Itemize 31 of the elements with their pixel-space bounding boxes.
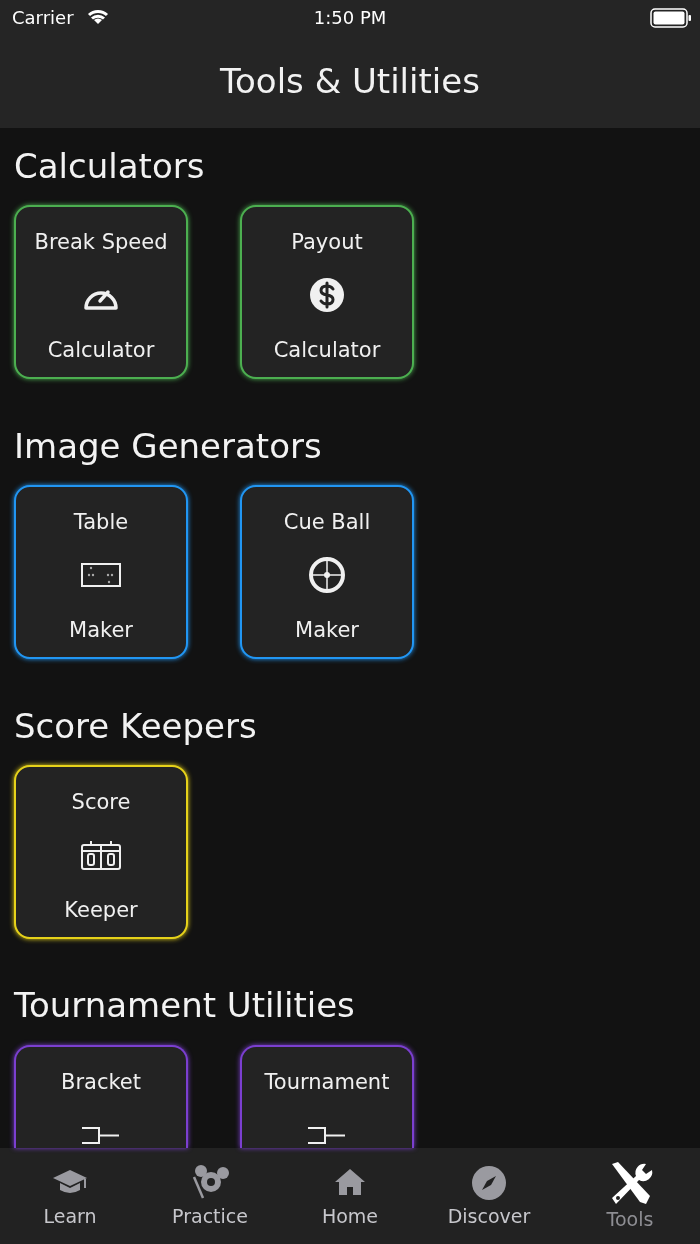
tool-card [14,485,188,659]
card-title: Tournament [263,1069,391,1095]
tool-card [14,1045,188,1148]
card-title: Cue Ball [282,509,372,535]
tab-label: Home [321,1204,379,1228]
tab-label: Practice [172,1204,248,1228]
tool-card [14,205,188,379]
tab-label: Learn [43,1204,97,1228]
carrier-name: Carrier [12,7,74,29]
tool-card [240,485,414,659]
card-subtitle: Maker [68,617,134,643]
section-heading: Tournament Utilities [14,984,355,1026]
tab-label: Tools [606,1207,654,1231]
screen-title: Tools & Utilities [220,61,480,101]
card-title: Bracket [60,1069,142,1095]
section-heading: Image Generators [14,425,322,467]
card-subtitle: Calculator [46,337,156,363]
tool-card [14,765,188,939]
card-subtitle: Calculator [272,337,382,363]
tool-card [240,205,414,379]
card-title: Table [72,509,130,535]
tab-label: Discover [447,1204,531,1228]
card-subtitle: Maker [294,617,360,643]
card-title: Payout [290,229,364,255]
card-title: Break Speed [33,229,169,255]
card-title: Score [70,789,132,815]
card-subtitle: Keeper [63,897,139,923]
section-heading: Calculators [14,145,205,187]
status-time: 1:50 PM [313,7,387,29]
section-heading: Score Keepers [14,705,257,747]
tool-card [240,1045,414,1148]
